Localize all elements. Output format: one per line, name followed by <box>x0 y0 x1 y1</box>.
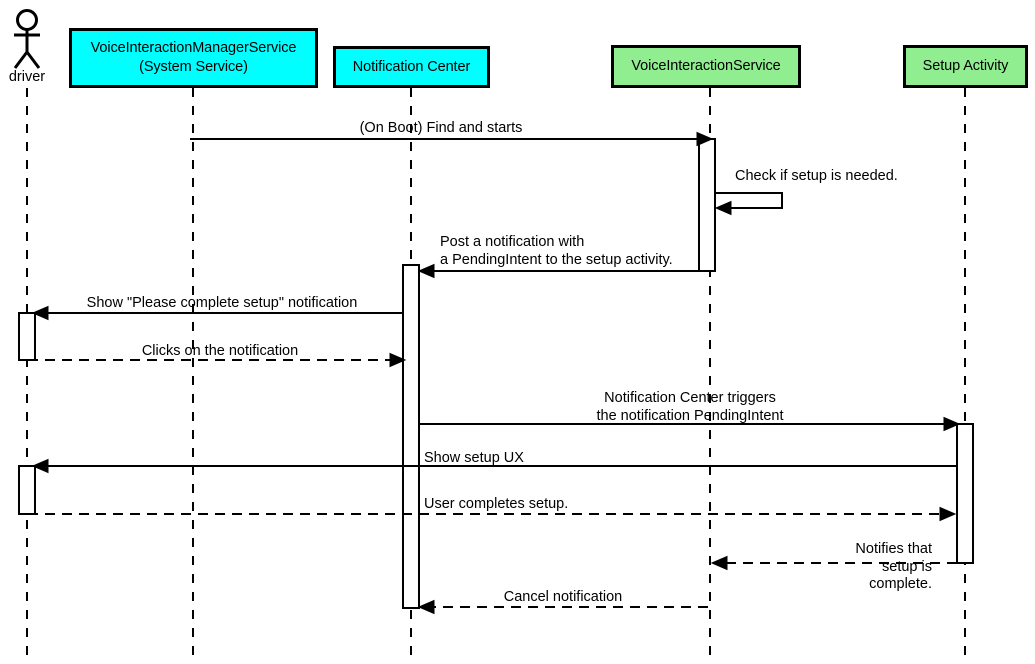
message-label-m10: Cancel notification <box>503 589 623 605</box>
arrowhead-m2 <box>714 200 732 216</box>
message-label-m2: Check if setup is needed. <box>735 168 898 184</box>
arrowhead-m1 <box>696 131 714 147</box>
arrowhead-m5 <box>389 352 407 368</box>
arrowhead-m9 <box>710 555 728 571</box>
participant-label-vis: VoiceInteractionService <box>631 58 781 75</box>
participant-label-setup_activity: Setup Activity <box>922 58 1009 75</box>
message-label-m7: Show setup UX <box>424 450 524 466</box>
stick-figure-actor-icon <box>13 9 41 69</box>
message-label-m3: Post a notification with a PendingIntent… <box>440 234 673 268</box>
message-label-m9: Notifies that setup is complete. <box>855 541 932 593</box>
message-label-m1: (On Boot) Find and starts <box>359 120 523 136</box>
arrowhead-m10 <box>417 599 435 615</box>
message-label-m4: Show "Please complete setup" notificatio… <box>86 295 358 311</box>
message-line-m2 <box>715 192 783 209</box>
activation-bar-notification_center <box>402 264 420 609</box>
participant-box-setup_activity[interactable]: Setup Activity <box>903 45 1028 88</box>
message-label-m6: Notification Center triggers the notific… <box>596 390 784 424</box>
participant-label-driver: driver <box>8 69 46 85</box>
message-label-m5: Clicks on the notification <box>141 343 299 359</box>
activation-bar-vis <box>698 138 716 272</box>
participant-box-vims[interactable]: VoiceInteractionManagerService (System S… <box>69 28 318 88</box>
participant-label-vims: VoiceInteractionManagerService (System S… <box>90 40 297 75</box>
arrowhead-m4 <box>31 305 49 321</box>
participant-box-notification_center[interactable]: Notification Center <box>333 46 490 88</box>
activation-bar-driver <box>18 465 36 515</box>
participant-box-vis[interactable]: VoiceInteractionService <box>611 45 801 88</box>
message-label-m8: User completes setup. <box>424 496 569 512</box>
arrowhead-m8 <box>939 506 957 522</box>
participant-label-notification_center: Notification Center <box>352 58 471 75</box>
arrowhead-m6 <box>943 416 961 432</box>
arrowhead-m3 <box>417 263 435 279</box>
arrowhead-m7 <box>31 458 49 474</box>
activation-bar-setup_activity <box>956 423 974 564</box>
activation-bar-driver <box>18 312 36 361</box>
